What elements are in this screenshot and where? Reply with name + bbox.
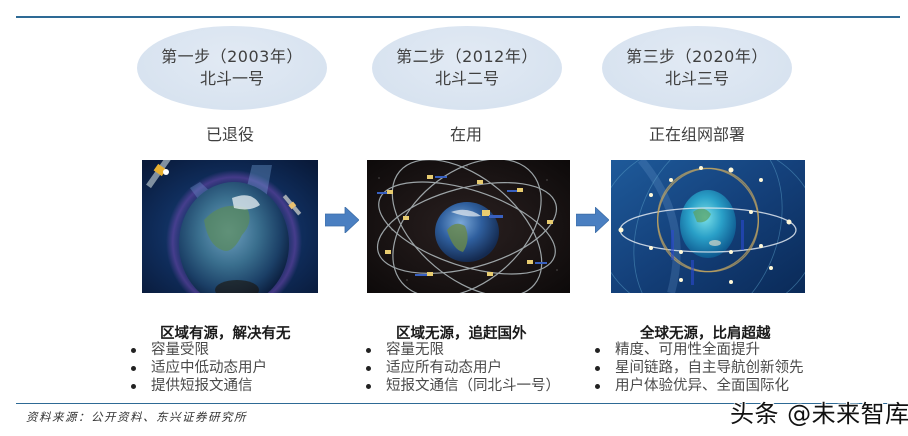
bullet-icon: [131, 366, 136, 371]
step-3-ellipse: 第三步（2020年） 北斗三号: [602, 26, 792, 110]
step-3-label: 第三步（2020年）: [626, 47, 768, 66]
bullet-icon: [131, 348, 136, 353]
step-1-heading: 区域有源，解决有无: [160, 325, 291, 342]
bullet-icon: [595, 348, 600, 353]
bullet-icon: [366, 366, 371, 371]
step-1-label: 第一步（2003年）: [161, 47, 303, 66]
source-note: 资料来源：公开资料、东兴证券研究所: [26, 410, 247, 424]
arrow-right-icon: [325, 207, 359, 233]
watermark: 头条 @未来智库: [730, 400, 908, 428]
beidou-2-image: [367, 160, 570, 293]
bullet-icon: [595, 384, 600, 389]
bottom-divider: [16, 403, 900, 404]
list-item: 适应中低动态用户: [131, 359, 267, 377]
step-1-ellipse: 第一步（2003年） 北斗一号: [137, 26, 327, 110]
list-item: 精度、可用性全面提升: [595, 341, 804, 359]
list-item: 用户体验优异、全面国际化: [595, 377, 804, 395]
bullet-icon: [131, 384, 136, 389]
step-1-system-name: 北斗一号: [199, 69, 264, 88]
beidou-3-image: [611, 160, 805, 293]
top-divider: [16, 16, 900, 18]
list-item: 提供短报文通信: [131, 377, 267, 395]
step-2-heading: 区域无源，追赶国外: [396, 325, 527, 342]
arrow-right-icon: [576, 207, 609, 233]
step-2-system-name: 北斗二号: [434, 69, 499, 88]
step-3-system-name: 北斗三号: [664, 69, 729, 88]
step-3-status: 正在组网部署: [648, 125, 745, 144]
bullet-icon: [366, 384, 371, 389]
step-1-status: 已退役: [205, 125, 254, 144]
list-item: 适应所有动态用户: [366, 359, 560, 377]
step-2-label: 第二步（2012年）: [396, 47, 538, 66]
beidou-1-image: [142, 160, 318, 293]
step-2-ellipse: 第二步（2012年） 北斗二号: [372, 26, 562, 110]
list-item: 短报文通信（同北斗一号）: [366, 377, 560, 395]
list-item: 星间链路，自主导航创新领先: [595, 359, 804, 377]
step-1-bullet-list: 容量受限 适应中低动态用户 提供短报文通信: [131, 341, 267, 395]
step-3-heading: 全球无源，比肩超越: [640, 325, 771, 342]
bullet-icon: [366, 348, 371, 353]
bullet-icon: [595, 366, 600, 371]
step-3-bullet-list: 精度、可用性全面提升 星间链路，自主导航创新领先 用户体验优异、全面国际化: [595, 341, 804, 395]
step-2-status: 在用: [449, 125, 482, 144]
step-2-bullet-list: 容量无限 适应所有动态用户 短报文通信（同北斗一号）: [366, 341, 560, 395]
list-item: 容量受限: [131, 341, 267, 359]
list-item: 容量无限: [366, 341, 560, 359]
